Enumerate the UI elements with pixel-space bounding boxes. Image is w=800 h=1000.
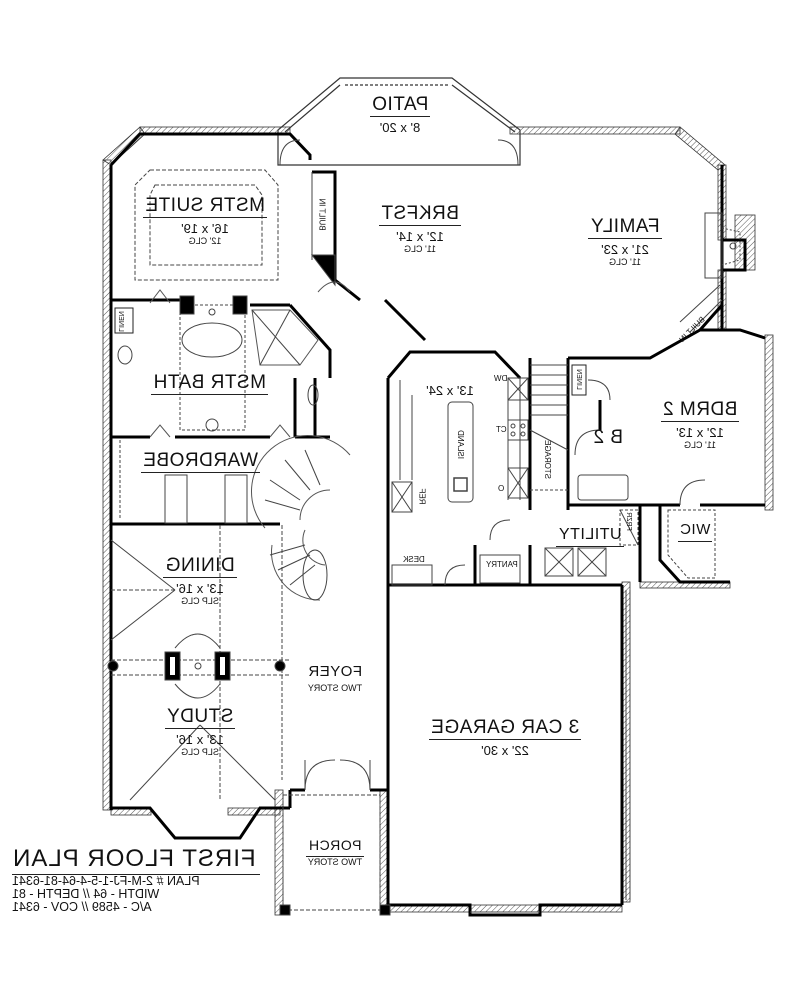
room-label-kitchen: 13' x 24' xyxy=(426,383,474,398)
room-label-wic: WIC xyxy=(675,520,715,542)
label-desk: DESK xyxy=(403,555,425,564)
room-label-b2: B 2 xyxy=(592,427,624,448)
room-label-garage: 3 CAR GARAGE 22' x 30' xyxy=(428,717,582,758)
label-ct: CT xyxy=(496,425,507,434)
label-linen-bath: LINEN xyxy=(116,311,124,332)
room-label-brkfst: BRKFST 12' x 14' 11' CLG xyxy=(379,203,461,254)
room-label-mstr-suite: MSTR SUITE 16' x 19' 12' CLG xyxy=(142,195,268,246)
plan-title: FIRST FLOOR PLAN xyxy=(12,845,260,875)
label-island: ISLAND xyxy=(455,430,465,459)
room-label-bdrm2: BDRM 2 12' x 13' 11' CLG xyxy=(660,399,740,450)
plan-area: A/C - 4589 // COV - 6341 xyxy=(12,900,152,914)
room-label-wardrobe: WARDROBE xyxy=(140,450,260,473)
room-label-study: STUDY 13' x 16' SLP CLG xyxy=(164,706,236,757)
label-built-in-suite: BUILT IN xyxy=(317,198,327,231)
label-o: O xyxy=(498,484,505,493)
room-label-family: FAMILY 21' x 23' 11' CLG xyxy=(588,216,662,267)
room-label-porch: PORCH TWO STORY xyxy=(306,835,364,867)
label-storage: STORAGE xyxy=(542,440,552,479)
label-ref: REF xyxy=(417,488,427,505)
detail-lines xyxy=(107,139,741,916)
label-dw: DW xyxy=(494,374,508,383)
room-label-utility: UTILITY xyxy=(555,525,625,547)
door-swings xyxy=(149,281,351,438)
room-label-dining: DINING 13' x 16' SLP CLG xyxy=(163,555,237,606)
label-frzr: FRZR xyxy=(624,512,632,531)
room-label-mstr-bath: MSTR BATH xyxy=(151,372,268,395)
label-pantry: PANTRY xyxy=(486,560,518,569)
room-label-foyer: FOYER TWO STORY xyxy=(307,663,363,693)
room-label-patio: PATIO 8' x 20' xyxy=(369,94,431,135)
interior-walls xyxy=(109,132,766,917)
label-linen-bdrm: LINEN xyxy=(574,369,582,390)
title-block: FIRST FLOOR PLAN PLAN # 2-M-FJ-1-5-4-64-… xyxy=(12,845,260,914)
